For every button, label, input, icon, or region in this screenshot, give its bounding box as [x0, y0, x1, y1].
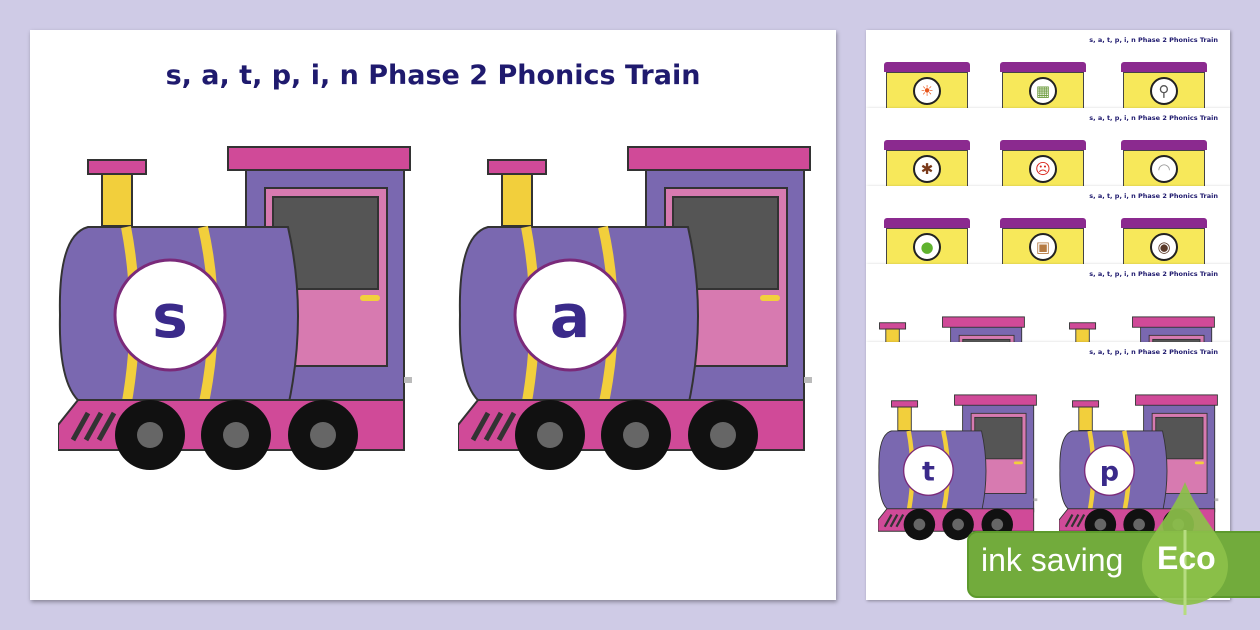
- carriage-roof: [884, 218, 970, 228]
- door-handle: [360, 295, 380, 301]
- chimney: [1078, 406, 1093, 431]
- carriage-card: ◉: [1121, 218, 1207, 264]
- carriage-roof: [1000, 62, 1086, 72]
- chimney: [501, 173, 533, 227]
- small-train-partial: [1056, 316, 1218, 342]
- main-page-preview: s, a, t, p, i, n Phase 2 Phonics Train s…: [30, 30, 836, 600]
- carriage-card: ☹: [1000, 140, 1086, 186]
- train-letter: s: [152, 282, 188, 352]
- door-handle: [1194, 461, 1204, 465]
- thumbnail-title: s, a, t, p, i, n Phase 2 Phonics Train: [1089, 348, 1218, 356]
- cab-door: [958, 334, 1015, 342]
- page-title: s, a, t, p, i, n Phase 2 Phonics Train: [165, 60, 701, 91]
- door-handle: [760, 295, 780, 301]
- train-letter: p: [1100, 456, 1119, 487]
- cab-roof: [942, 316, 1025, 328]
- carriage-card: ☀: [884, 62, 970, 108]
- carriage-roof: [1121, 62, 1207, 72]
- chimney-cap: [87, 159, 147, 175]
- thumbnail-title: s, a, t, p, i, n Phase 2 Phonics Train: [1089, 192, 1218, 200]
- chimney-cap: [1069, 322, 1097, 330]
- small-train-partial: [866, 316, 1028, 342]
- carriage-card: ◠: [1121, 140, 1207, 186]
- train-s: s: [57, 145, 418, 484]
- picture-icon: ▦: [1029, 77, 1057, 105]
- carriage-roof: [884, 62, 970, 72]
- carriage-card: ⚲: [1121, 62, 1207, 108]
- thumbnail-title: s, a, t, p, i, n Phase 2 Phonics Train: [1089, 114, 1218, 122]
- tap-icon: ⚲: [1150, 77, 1178, 105]
- cab-door: [1148, 334, 1205, 342]
- wheel: [201, 400, 271, 470]
- ant-icon: ✱: [913, 155, 941, 183]
- carriage-card: ●: [884, 218, 970, 264]
- cab-roof: [954, 394, 1037, 406]
- thumbnail-page-4: s, a, t, p, i, n Phase 2 Phonics Train: [866, 264, 1230, 342]
- door-handle: [1013, 461, 1023, 465]
- angry-face-icon: ☹: [1029, 155, 1057, 183]
- wheel: [903, 508, 936, 541]
- carriage-roof: [1121, 140, 1207, 150]
- wheel: [115, 400, 185, 470]
- eye-icon: ◉: [1150, 233, 1178, 261]
- sun-icon: ☀: [913, 77, 941, 105]
- carriage-card: ▦: [1000, 62, 1086, 108]
- carriage-roof: [1000, 218, 1086, 228]
- thumbnail-page-3: s, a, t, p, i, n Phase 2 Phonics Train ●…: [866, 186, 1230, 264]
- train-letter: a: [550, 282, 591, 352]
- letter-circle: [1083, 445, 1135, 496]
- leaf-icon: [1142, 482, 1228, 615]
- cab-roof: [1132, 316, 1215, 328]
- carriage-card: ▣: [1000, 218, 1086, 264]
- cab-roof: [1135, 394, 1218, 406]
- letter-circle: [113, 258, 227, 372]
- train-a: a: [457, 145, 818, 484]
- tooth-icon: ◠: [1150, 155, 1178, 183]
- carriage-roof: [1121, 218, 1207, 228]
- cab-roof: [227, 146, 411, 171]
- wheel: [601, 400, 671, 470]
- cab-window: [1152, 338, 1201, 342]
- apple-icon: ●: [913, 233, 941, 261]
- wheel: [288, 400, 358, 470]
- wheel: [515, 400, 585, 470]
- chimney: [1075, 328, 1090, 342]
- train-t: t: [877, 394, 1040, 549]
- chimney: [897, 406, 912, 431]
- box-icon: ▣: [1029, 233, 1057, 261]
- cab-window: [962, 338, 1011, 342]
- chimney-cap: [1072, 400, 1100, 408]
- wheel: [942, 508, 974, 541]
- train-letter: t: [922, 456, 935, 487]
- thumbnail-page-2: s, a, t, p, i, n Phase 2 Phonics Train ✱…: [866, 108, 1230, 186]
- chimney-cap: [487, 159, 547, 175]
- carriage-roof: [1000, 140, 1086, 150]
- chimney-cap: [879, 322, 907, 330]
- chimney: [101, 173, 133, 227]
- letter-circle: [902, 445, 954, 496]
- cab-roof: [627, 146, 811, 171]
- carriage-roof: [884, 140, 970, 150]
- letter-circle: [513, 258, 627, 372]
- thumbnail-page-1: s, a, t, p, i, n Phase 2 Phonics Train ☀…: [866, 30, 1230, 108]
- eco-badge-text: ink saving: [981, 542, 1124, 578]
- chimney-cap: [891, 400, 919, 408]
- wheel: [688, 400, 758, 470]
- chimney: [885, 328, 900, 342]
- thumbnail-title: s, a, t, p, i, n Phase 2 Phonics Train: [1089, 270, 1218, 278]
- thumbnail-title: s, a, t, p, i, n Phase 2 Phonics Train: [1089, 36, 1218, 44]
- carriage-card: ✱: [884, 140, 970, 186]
